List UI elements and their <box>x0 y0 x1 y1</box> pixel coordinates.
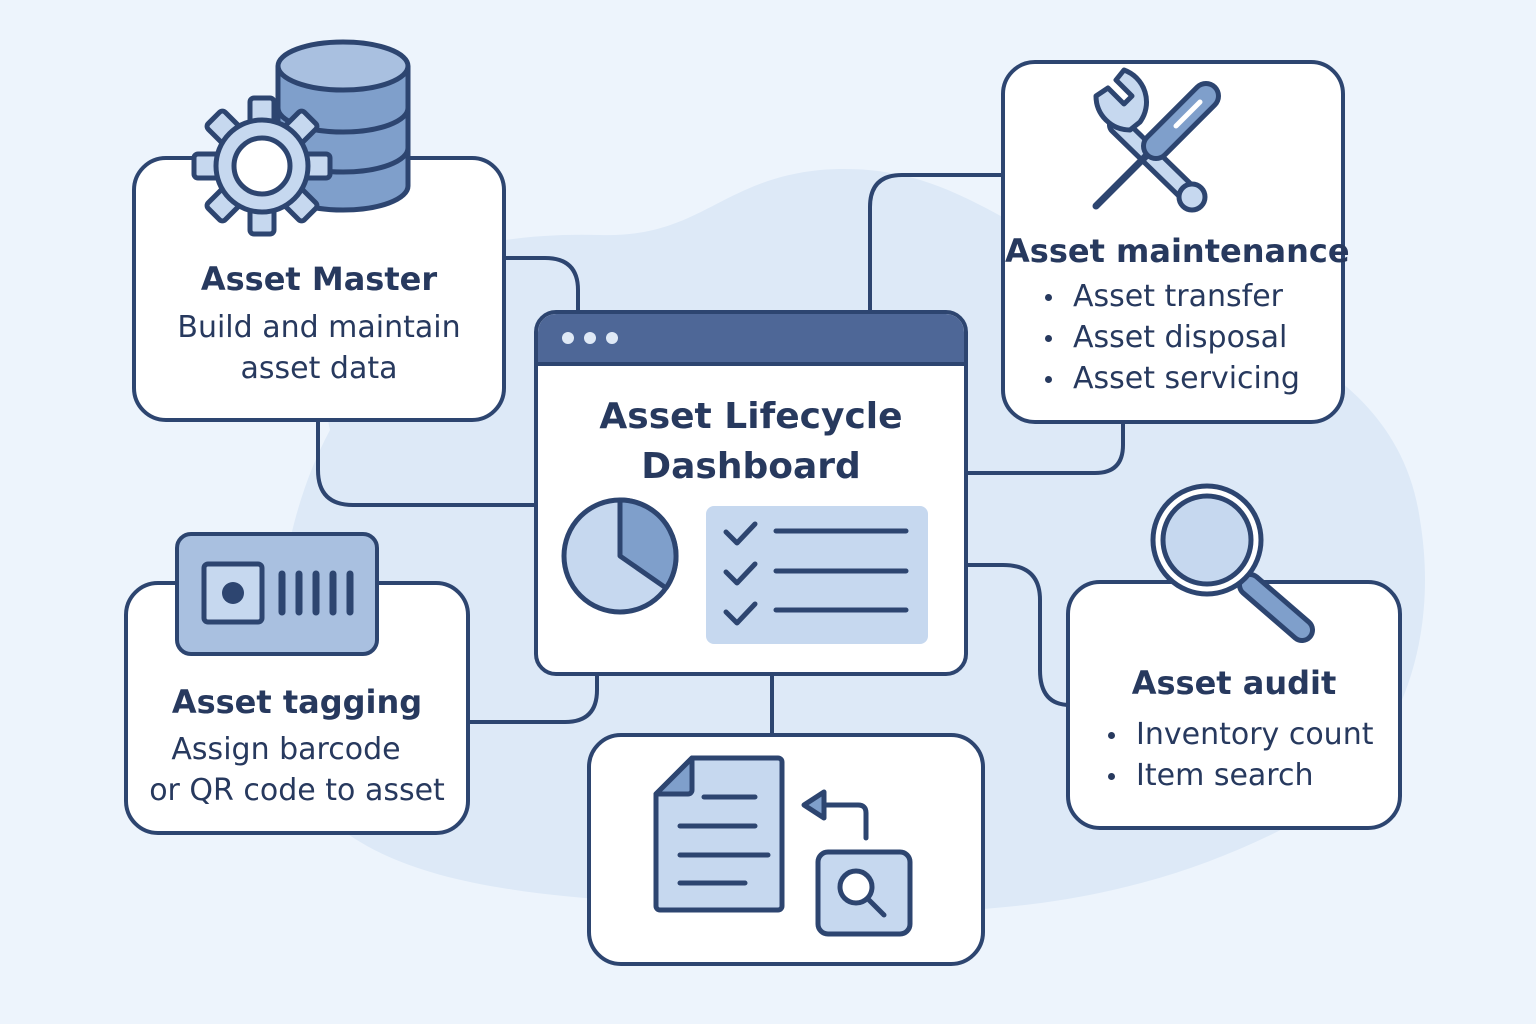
gear-icon <box>191 95 333 237</box>
asset-maintenance-list: Asset transfer Asset disposal Asset serv… <box>1039 276 1300 399</box>
document-icon <box>653 755 785 913</box>
asset-master-desc-line1: Build and maintain <box>177 310 461 345</box>
window-dot <box>584 332 596 344</box>
search-icon <box>815 849 913 937</box>
asset-tagging-desc-line1: Assign barcode <box>171 732 401 767</box>
dashboard-title-line1: Asset Lifecycle <box>599 396 903 437</box>
window-titlebar <box>538 314 964 366</box>
magnifier-icon <box>1150 483 1315 643</box>
document-search-card[interactable] <box>587 733 985 966</box>
connector-master-dashboard-lower <box>316 420 538 507</box>
connector-dashboard-tagging <box>470 670 599 724</box>
asset-master-title: Asset Master <box>200 260 438 298</box>
return-arrow-icon <box>801 789 869 841</box>
connector-maintenance-dashboard-lower <box>964 420 1125 475</box>
list-item: Item search <box>1102 755 1373 796</box>
checklist-icon <box>706 506 928 644</box>
asset-tagging-title: Asset tagging <box>171 683 423 721</box>
screwdriver-icon <box>1092 81 1221 210</box>
asset-audit-list: Inventory count Item search <box>1102 714 1373 796</box>
asset-master-desc-line2: asset data <box>240 351 398 386</box>
window-dot <box>606 332 618 344</box>
dashboard-title-line2: Dashboard <box>641 446 861 487</box>
connector-master-dashboard <box>505 256 580 312</box>
window-dot <box>562 332 574 344</box>
barcode-tag-icon <box>175 532 379 656</box>
pie-chart-icon <box>561 497 679 615</box>
asset-audit-title: Asset audit <box>1131 664 1337 702</box>
asset-audit-card[interactable]: Asset audit Inventory count Item search <box>1066 580 1402 830</box>
list-item: Inventory count <box>1102 714 1373 755</box>
list-item: Asset transfer <box>1039 276 1300 317</box>
list-item: Asset disposal <box>1039 317 1300 358</box>
connector-maintenance-dashboard <box>868 173 1003 312</box>
asset-maintenance-title: Asset maintenance <box>1005 232 1350 270</box>
connector-dashboard-audit <box>964 563 1071 707</box>
connector-lines <box>316 173 1125 733</box>
list-item: Asset servicing <box>1039 358 1300 399</box>
asset-tagging-desc-line2: or QR code to asset <box>149 773 445 808</box>
